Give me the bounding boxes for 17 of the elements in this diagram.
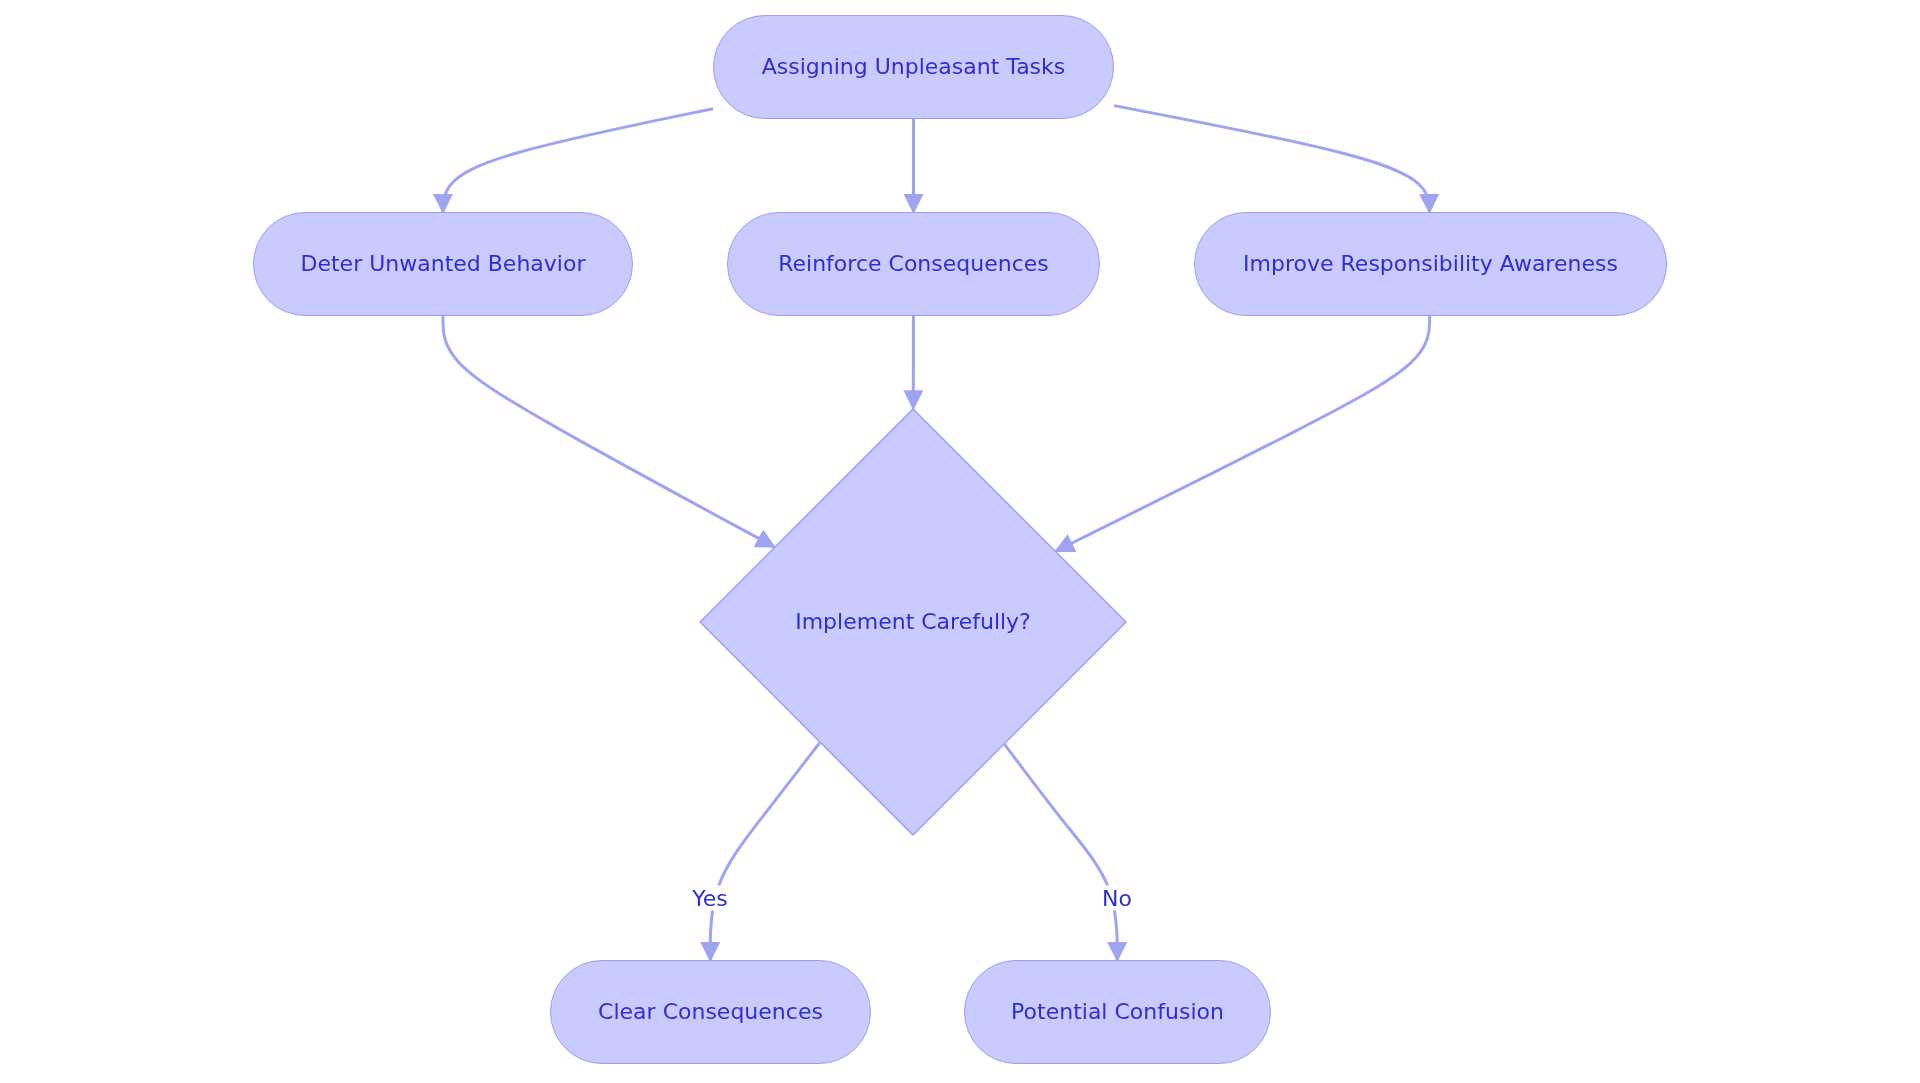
node-label: Potential Confusion xyxy=(1011,998,1224,1026)
node-label: Implement Carefully? xyxy=(795,608,1031,636)
node-label: Assigning Unpleasant Tasks xyxy=(761,53,1066,81)
node-label: Improve Responsibility Awareness xyxy=(1243,250,1618,278)
node-label: Deter Unwanted Behavior xyxy=(300,250,586,278)
edge-label: Yes xyxy=(690,885,730,911)
node-label: Clear Consequences xyxy=(598,998,823,1026)
arrow xyxy=(903,316,924,411)
arrow xyxy=(441,316,776,549)
arrow xyxy=(700,741,821,962)
arrow xyxy=(903,119,924,214)
decision-diamond xyxy=(699,408,1127,836)
node-label: Reinforce Consequences xyxy=(778,250,1049,278)
arrow xyxy=(1113,104,1440,214)
arrow xyxy=(1054,315,1432,553)
arrow xyxy=(433,107,714,214)
arrow xyxy=(1003,743,1128,962)
